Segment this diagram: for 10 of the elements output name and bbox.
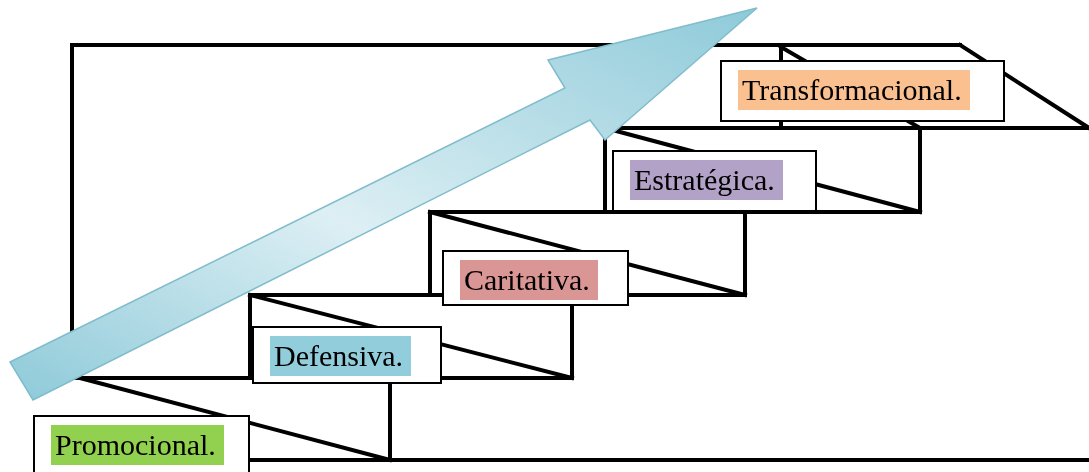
label-box	[33, 415, 250, 472]
label-box	[612, 150, 817, 212]
stage-label: Transformacional.	[738, 70, 970, 110]
label-box	[442, 250, 629, 306]
label-box	[720, 60, 1005, 122]
stage-label: Estratégica.	[630, 160, 783, 200]
stage-label: Caritativa.	[460, 260, 598, 300]
stage-label: Promocional.	[51, 425, 224, 465]
stage-label: Defensiva.	[270, 336, 412, 376]
label-box	[252, 326, 442, 384]
